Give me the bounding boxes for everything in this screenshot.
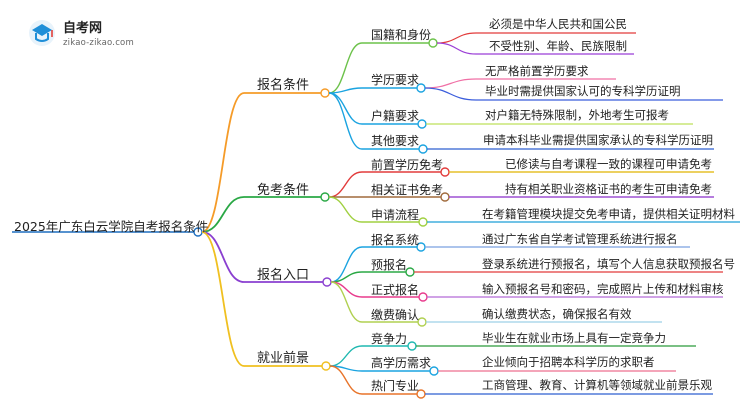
child-node-dot <box>417 317 427 327</box>
connector-branch-child <box>328 171 363 198</box>
branch-registration-conditions: 报名条件 <box>257 78 310 93</box>
connector-child-leaf <box>436 42 477 55</box>
logo-icon <box>29 20 55 46</box>
leaf-text: 对户籍无特殊限制，外地考生可报考 <box>485 108 669 122</box>
leaf-text: 毕业时需提供国家认可的专科学历证明 <box>485 84 681 98</box>
child-node-dot <box>417 119 427 129</box>
leaf-text: 不受性别、年龄、民族限制 <box>489 39 627 53</box>
child-node-dot <box>429 366 439 376</box>
child-node-dot <box>418 292 428 302</box>
node-pre-registration: 预报名 <box>371 258 408 272</box>
branch-node-dot <box>320 192 330 202</box>
node-registration-system: 报名系统 <box>371 233 420 247</box>
leaf-text: 毕业生在就业市场上具有一定竞争力 <box>482 331 666 345</box>
leaf-text: 持有相关职业资格证书的考生可申请免考 <box>505 182 712 196</box>
node-household-requirement: 户籍要求 <box>371 109 420 123</box>
leaf-text: 通过广东省自学考试管理系统进行报名 <box>482 232 678 246</box>
branch-registration-entry: 报名入口 <box>257 268 310 283</box>
node-application-process: 申请流程 <box>371 208 420 222</box>
connector-root-branch <box>201 231 245 367</box>
node-payment-confirmation: 缴费确认 <box>371 308 420 322</box>
logo-url: zikao-zikao.com <box>63 38 134 48</box>
branch-employment-outlook: 就业前景 <box>257 351 310 366</box>
child-node-dot <box>418 144 428 154</box>
leaf-text: 已修读与自考课程一致的课程可申请免考 <box>505 157 712 171</box>
connector-root-branch <box>201 92 245 233</box>
connector-child-leaf <box>436 32 477 44</box>
connector-root-branch <box>201 231 245 283</box>
connector-branch-child <box>328 196 363 223</box>
connector-root-branch <box>201 196 245 233</box>
child-node-dot <box>407 341 417 351</box>
connector-branch-child <box>329 365 363 395</box>
logo-name: 自考网 <box>63 21 103 36</box>
branch-node-dot <box>322 277 332 287</box>
connector-branch-child <box>328 42 363 94</box>
leaf-text: 输入预报名号和密码，完成照片上传和材料审核 <box>482 282 724 296</box>
leaf-text: 申请本科毕业需提供国家承认的专科学历证明 <box>483 133 713 147</box>
connector-child-leaf <box>424 78 477 89</box>
node-education-requirement: 学历要求 <box>371 73 420 87</box>
node-prior-education-exemption: 前置学历免考 <box>371 158 444 172</box>
connector-lines <box>12 32 740 399</box>
node-competitiveness: 竞争力 <box>371 332 408 346</box>
leaf-text: 在考籍管理模块提交免考申请，提供相关证明材料 <box>482 207 735 221</box>
child-node-dot <box>405 267 415 277</box>
connector-branch-child <box>329 345 363 367</box>
node-nationality-identity: 国籍和身份 <box>371 28 432 42</box>
child-node-dot <box>418 217 428 227</box>
node-certificate-exemption: 相关证书免考 <box>371 183 444 197</box>
branch-node-dot <box>320 88 330 98</box>
branch-exemption-conditions: 免考条件 <box>257 183 310 198</box>
leaf-text: 无严格前置学历要求 <box>485 64 589 78</box>
connector-branch-child <box>330 281 363 323</box>
node-formal-registration: 正式报名 <box>371 283 420 297</box>
leaf-text: 确认缴费状态，确保报名有效 <box>482 307 632 321</box>
connector-child-leaf <box>424 87 477 101</box>
root-node-label: 2025年广东白云学院自考报名条件 <box>14 219 209 234</box>
leaf-text: 企业倾向于招聘本科学历的求职者 <box>482 355 655 369</box>
leaf-text: 登录系统进行预报名，填写个人信息获取预报名号 <box>482 257 735 271</box>
leaf-text: 必须是中华人民共和国公民 <box>489 17 627 31</box>
node-popular-majors: 热门专业 <box>371 379 420 393</box>
node-other-requirement: 其他要求 <box>371 134 420 148</box>
branch-node-dot <box>321 361 331 371</box>
leaf-text: 工商管理、教育、计算机等领域就业前景乐观 <box>482 378 712 392</box>
node-higher-education-demand: 高学历需求 <box>371 356 432 370</box>
connector-branch-child <box>328 92 363 150</box>
